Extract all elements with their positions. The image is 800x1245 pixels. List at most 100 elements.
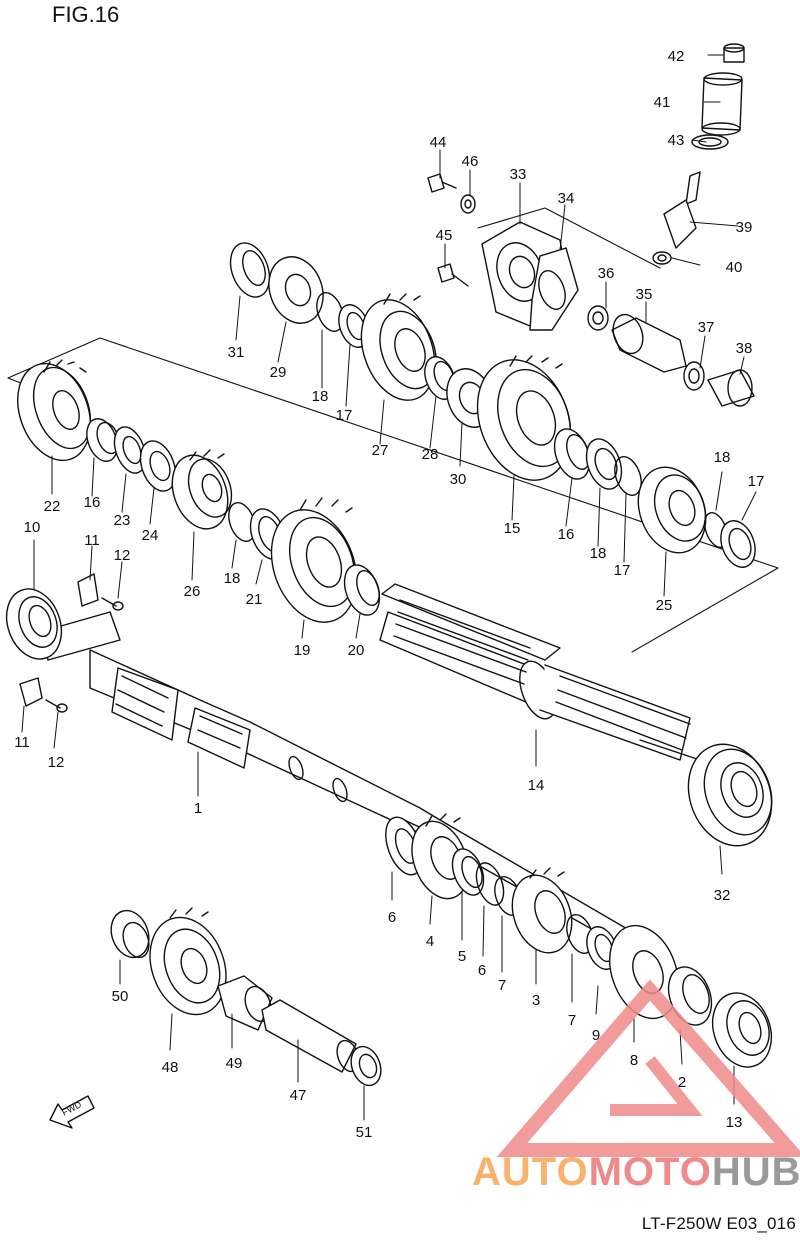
callout-18: 18: [590, 545, 607, 562]
callout-18: 18: [312, 388, 329, 405]
callout-7: 7: [568, 1012, 576, 1029]
bolt-44: [427, 173, 457, 193]
callout-17: 17: [614, 562, 631, 579]
callout-27: 27: [372, 442, 389, 459]
callout-5: 5: [458, 948, 466, 965]
bearing-13: [711, 992, 773, 1068]
watermark-text-auto: AUTO: [472, 1150, 589, 1194]
watermark-text-hub: HUB: [711, 1150, 800, 1194]
callout-17: 17: [336, 407, 353, 424]
callout-14: 14: [528, 777, 545, 794]
bolt-45: [437, 263, 469, 287]
key-11-lower: [19, 677, 43, 707]
case-group-outline: [477, 207, 661, 269]
screw-12-lower: [45, 699, 68, 713]
callout-34: 34: [558, 190, 575, 207]
pinion-39: [663, 171, 701, 249]
callout-39: 39: [736, 219, 753, 236]
watermark-text: AUTOMOTOHUB: [472, 1150, 800, 1195]
callout-35: 35: [636, 286, 653, 303]
callout-11: 11: [14, 734, 30, 751]
watermark-text-moto: MOTO: [588, 1150, 712, 1194]
gear-22: [17, 359, 92, 462]
figure-title: FIG.16: [52, 2, 120, 27]
callout-46: 46: [462, 153, 479, 170]
gear-19: [270, 497, 358, 623]
washer-51: [350, 1045, 382, 1087]
bushing-20: [343, 564, 381, 616]
washer-24: [139, 440, 177, 492]
callout-9: 9: [592, 1027, 600, 1044]
callout-12: 12: [114, 547, 131, 564]
washer-46: [460, 194, 476, 214]
washer-6b: [475, 862, 505, 906]
callout-1: 1: [194, 800, 202, 817]
callout-4: 4: [426, 933, 434, 950]
forward-arrow: [49, 1095, 95, 1129]
callout-33: 33: [510, 166, 527, 183]
countershaft: [379, 583, 701, 761]
callout-30: 30: [450, 471, 467, 488]
callout-16: 16: [558, 526, 575, 543]
washer-23: [113, 426, 147, 474]
callout-17: 17: [748, 473, 765, 490]
callout-38: 38: [736, 340, 753, 357]
gear-26: [171, 449, 233, 530]
callout-18: 18: [224, 570, 241, 587]
callout-45: 45: [436, 227, 453, 244]
callout-6: 6: [388, 909, 396, 926]
bushing-41: [701, 72, 743, 136]
callout-23: 23: [114, 512, 131, 529]
callout-24: 24: [142, 527, 159, 544]
bushing-50: [110, 909, 150, 959]
callout-44: 44: [430, 134, 447, 151]
gear-15: [476, 355, 572, 481]
callout-12: 12: [48, 754, 65, 771]
callout-51: 51: [356, 1124, 373, 1141]
callout-29: 29: [270, 364, 287, 381]
callout-47: 47: [290, 1087, 307, 1104]
callout-20: 20: [348, 642, 365, 659]
key-11-upper: [77, 573, 99, 607]
callout-37: 37: [698, 319, 715, 336]
callout-18: 18: [714, 449, 731, 466]
callout-25: 25: [656, 597, 673, 614]
callout-11: 11: [84, 532, 100, 549]
gear-25: [637, 466, 707, 554]
callout-8: 8: [630, 1052, 638, 1069]
callout-43: 43: [668, 132, 685, 149]
callout-21: 21: [246, 591, 263, 608]
washer-37: [683, 361, 705, 391]
bushing-2: [667, 966, 713, 1026]
gear-35: [611, 313, 687, 373]
bearing-31: [229, 242, 271, 298]
callout-40: 40: [726, 259, 743, 276]
circlip-18-mid: [614, 456, 642, 496]
bearing-32: [687, 743, 773, 847]
washer-17-mid: [585, 438, 623, 490]
washer-40: [652, 251, 672, 265]
callout-3: 3: [532, 992, 540, 1009]
screw-12-upper: [101, 597, 124, 611]
drawing-code: LT-F250W E03_016: [641, 1214, 796, 1233]
callout-15: 15: [504, 520, 521, 537]
callout-7: 7: [498, 977, 506, 994]
watermark-logo: [496, 979, 800, 1157]
callout-16: 16: [84, 494, 101, 511]
callout-32: 32: [714, 887, 731, 904]
bushing-5: [451, 848, 485, 896]
seal-42: [723, 43, 745, 63]
seal-36: [587, 305, 609, 331]
circlip-18-upper: [316, 292, 344, 332]
callout-2: 2: [678, 1074, 686, 1091]
washer-17-right: [720, 520, 756, 568]
callout-10: 10: [24, 519, 41, 536]
bushing-38: [707, 369, 755, 407]
bearing-10: [5, 588, 63, 660]
callout-49: 49: [226, 1055, 243, 1072]
callout-13: 13: [726, 1114, 743, 1131]
callout-50: 50: [112, 988, 129, 1005]
